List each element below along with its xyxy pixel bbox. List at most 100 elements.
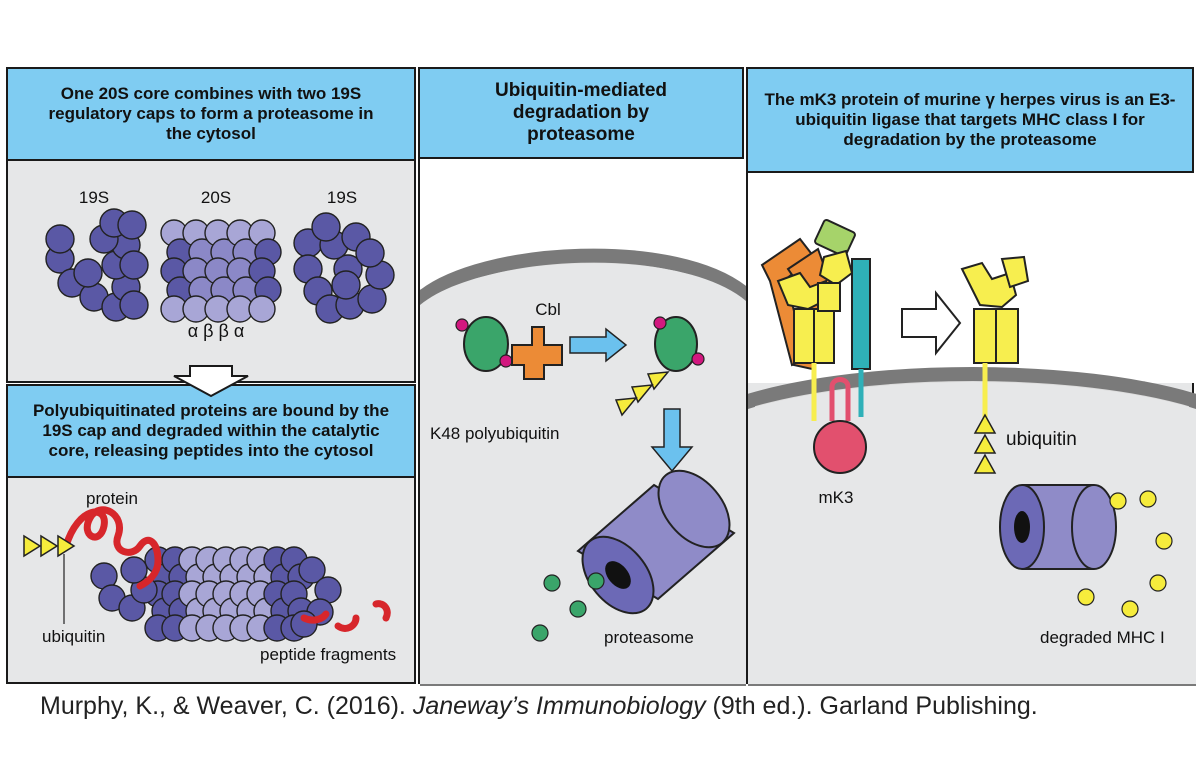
green-peptide [531, 624, 549, 642]
k48-polyubiquitin-chain [614, 371, 670, 417]
mhc-alpha3-right [995, 308, 1019, 364]
cylinder-end-far [657, 469, 731, 549]
yellow-fragment [1149, 574, 1167, 592]
green-protein [654, 316, 698, 372]
mk3-domain [813, 420, 867, 474]
cylinder-hole [1014, 511, 1030, 543]
lime-domain [814, 219, 856, 257]
label-protein: protein [86, 489, 138, 508]
protein-chain [62, 506, 162, 590]
panel-3-header-text: Ubiquitin-mediated degradation by protea… [494, 80, 668, 145]
degradation-illustration: protein ubiquitin peptide fragments [23, 489, 396, 664]
ubiquitin-chain [23, 534, 76, 558]
proteasome-subunit [120, 556, 148, 584]
green-protein [463, 316, 509, 372]
proteasome-subunit [311, 212, 341, 242]
ubiquitin-degradation-illustration: Cbl K48 polyubiquitin [420, 159, 746, 686]
degraded-peptides [531, 572, 605, 642]
cbl-shape [511, 326, 563, 380]
label-peptide-fragments: peptide fragments [260, 645, 396, 664]
panel-2-header-text: Polyubiquitinated proteins are bound by … [32, 401, 390, 460]
down-arrow-blue-shape [650, 408, 694, 473]
ubiquitin-triangle [973, 433, 997, 454]
right-arrow-shape [569, 327, 628, 363]
green-peptide [543, 574, 561, 592]
proteasome-cylinder [576, 469, 736, 615]
proteasome-subunit [331, 270, 361, 300]
arrow-down-blue [650, 408, 694, 473]
magenta-dot [455, 318, 469, 332]
proteasome-subunit [45, 224, 75, 254]
panel-1-header: One 20S core combines with two 19S regul… [8, 69, 414, 161]
proteasome-subunit [355, 238, 385, 268]
magenta-dot [691, 352, 705, 366]
label-degraded-mhc: degraded MHC I [1040, 628, 1165, 647]
label-k48-polyubiquitin: K48 polyubiquitin [430, 424, 559, 443]
hollow-right-arrow [901, 290, 962, 356]
proteasome-cylinder [999, 484, 1117, 570]
panel-3-header: Ubiquitin-mediated degradation by protea… [420, 69, 742, 159]
label-19s-right: 19S [327, 188, 357, 207]
peptide-fragment [372, 600, 391, 622]
proteasome-subunit [119, 290, 149, 320]
20s-core [160, 219, 282, 323]
proteasome-assembly-illustration: 19S 20S 19S α β β α [45, 188, 395, 341]
panel-protein-degradation: Polyubiquitinated proteins are bound by … [6, 384, 416, 684]
arrow-right-blue [569, 327, 628, 363]
label-19s-left: 19S [79, 188, 109, 207]
mk3-hairpin [829, 377, 851, 421]
citation-title: Janeway’s Immunobiology [412, 692, 706, 720]
panel-4-header-text: The mK3 protein of murine γ herpes virus… [764, 90, 1176, 149]
label-ubiquitin: ubiquitin [1006, 429, 1077, 450]
peptide-fragment [334, 614, 360, 632]
peptide-fragments [300, 600, 391, 632]
degraded-mhc-fragments [1077, 490, 1173, 618]
mhc-beta2m [817, 282, 841, 312]
19s-cap-left [45, 208, 149, 322]
ubiquitin-triangle [40, 534, 59, 558]
label-proteasome: proteasome [604, 628, 694, 647]
ubiquitin-triangle [973, 413, 997, 434]
green-peptide [569, 600, 587, 618]
19s-cap-right [293, 212, 395, 324]
green-peptide [587, 572, 605, 590]
proteasome-subunit [298, 556, 326, 584]
proteasome-subunit [117, 210, 147, 240]
mhc-alpha-top-right [818, 249, 854, 287]
citation-authors: Murphy, K., & Weaver, C. (2016). [40, 692, 413, 720]
proteasome-subunit [248, 295, 276, 323]
cylinder-end-far [1071, 484, 1117, 570]
panel-1-header-text: One 20S core combines with two 19S regul… [48, 84, 374, 143]
mhc-mk3-complex [760, 219, 871, 474]
proteasome-side-view [90, 546, 342, 642]
citation: Murphy, K., & Weaver, C. (2016). Janeway… [40, 692, 1038, 721]
panel-mk3-mhc-degradation: The mK3 protein of murine γ herpes virus… [746, 67, 1196, 686]
ubiquitinated-mhc [960, 255, 1030, 474]
cbl-protein [511, 326, 563, 380]
ubiquitin-triangle [57, 534, 76, 558]
label-cbl: Cbl [535, 300, 561, 319]
label-mk3: mK3 [819, 488, 854, 507]
ubiquitin-triangle [614, 397, 638, 417]
citation-rest: (9th ed.). Garland Publishing. [705, 692, 1038, 720]
yellow-fragment [1077, 588, 1095, 606]
cylinder-hole [605, 561, 631, 589]
ubiquitin-triangle [973, 453, 997, 474]
label-20s: 20S [201, 188, 231, 207]
mhc-alpha3-right [813, 308, 835, 364]
proteasome-subunit [73, 258, 103, 288]
magenta-dot [653, 316, 667, 330]
ubiquitin-triangle [23, 534, 42, 558]
mhc-alpha-top-right [1000, 255, 1030, 289]
label-ubiquitin: ubiquitin [42, 627, 105, 646]
panel-4-header: The mK3 protein of murine γ herpes virus… [748, 69, 1192, 173]
panel-proteasome-assembly: One 20S core combines with two 19S regul… [6, 67, 416, 383]
green-target-protein-left [455, 316, 513, 372]
mhc-alpha3-left [973, 308, 997, 364]
panel-ubiquitin-mediated-degradation: Ubiquitin-mediated degradation by protea… [418, 67, 746, 686]
teal-chain [851, 258, 871, 370]
subunit-labels: α β β α [188, 321, 245, 341]
yellow-fragment [1109, 492, 1127, 510]
peptide-fragment [300, 610, 330, 624]
yellow-fragment [1139, 490, 1157, 508]
